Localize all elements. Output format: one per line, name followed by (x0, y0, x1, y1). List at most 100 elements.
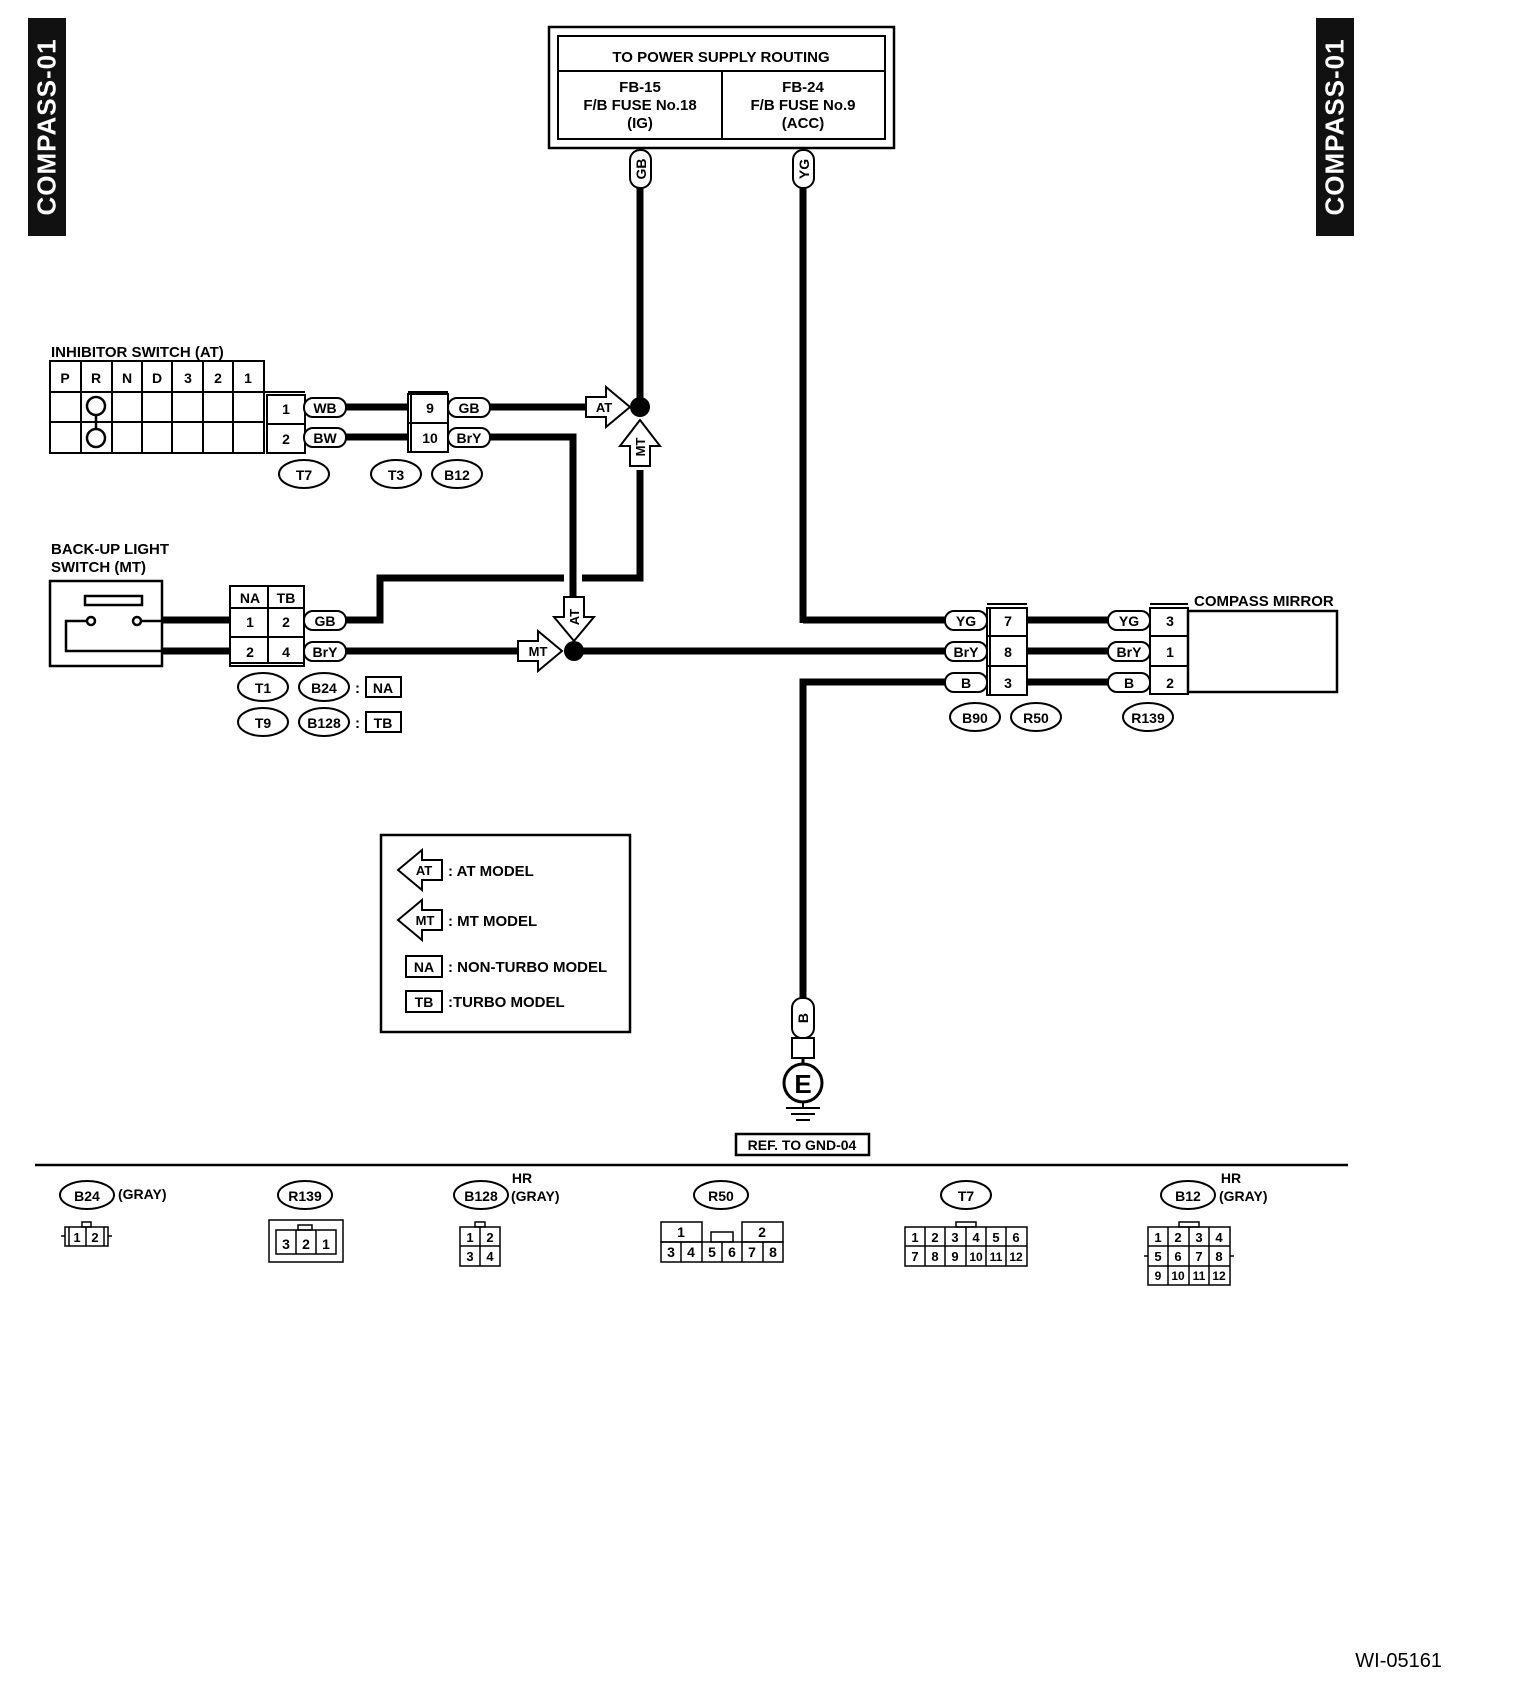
backup-title-line1: BACK-UP LIGHT (51, 541, 169, 558)
t7-pin: 11 (990, 1250, 1003, 1264)
wire-label-bw: BW (313, 430, 337, 446)
arrow-mt-right-label: MT (529, 644, 548, 659)
connector-t7-badge (278, 459, 330, 489)
inhibitor-pin-2: 2 (282, 431, 290, 447)
position-3: 3 (184, 370, 192, 386)
position-n: N (122, 370, 132, 386)
b12-pin: 10 (1171, 1269, 1185, 1283)
connector-view-b24-id: B24 (74, 1188, 100, 1204)
arrow-mt-right: MT (517, 628, 564, 674)
connector-view-b128: HR B128 (GRAY) 1 2 3 4 (453, 1170, 560, 1267)
wire-label-yg-text: YG (796, 159, 812, 179)
connector-view-b24: B24 (GRAY) 1 2 (59, 1180, 167, 1247)
connector-view-r139: R139 3 2 1 (268, 1180, 344, 1263)
colon-tb: : (355, 715, 360, 732)
power-left-line2: F/B FUSE No.18 (583, 97, 696, 114)
r139-pin: 2 (302, 1236, 310, 1252)
wire-label-b-junction: B (961, 675, 971, 691)
contact-r-lower (85, 427, 107, 449)
connector-r50-label: R50 (1023, 710, 1049, 726)
backup-pin-na-1: 1 (246, 614, 254, 630)
inhibitor-switch: INHIBITOR SWITCH (AT) P R N D 3 2 1 1 2 … (49, 344, 347, 489)
splice-dot-at (630, 397, 650, 417)
wire-label-b-ground: B (795, 1013, 811, 1023)
b12-pin: 12 (1212, 1269, 1226, 1283)
mirror-pin-2: 2 (1166, 675, 1174, 691)
r50-pin: 4 (687, 1244, 695, 1260)
b128-pin: 3 (466, 1249, 473, 1264)
legend-tb-box: TB (415, 994, 434, 1010)
wire-label-bry-joint: BrY (457, 430, 483, 446)
inhibitor-title: INHIBITOR SWITCH (AT) (51, 344, 224, 361)
connector-r139-label: R139 (1131, 710, 1165, 726)
b128-pin: 2 (486, 1230, 493, 1245)
joint-pin-9: 9 (426, 400, 434, 416)
wire-label-bry-mirror: BrY (1117, 644, 1143, 660)
arrow-at-right: AT (585, 384, 632, 430)
b24-pin: 2 (91, 1230, 98, 1245)
legend-at-arrow: AT (396, 847, 443, 893)
t7-pin: 5 (992, 1230, 999, 1245)
power-right-line1: FB-24 (782, 79, 824, 96)
legend-na-text: : NON-TURBO MODEL (448, 959, 607, 976)
position-2: 2 (214, 370, 222, 386)
arrow-at-right-label: AT (596, 400, 612, 415)
r50-pin: 2 (758, 1224, 766, 1240)
junction-pin-3: 3 (1004, 675, 1012, 691)
connector-t9-label: T9 (255, 715, 272, 731)
wire-label-gb: GB (629, 149, 652, 189)
power-box-title: TO POWER SUPPLY ROUTING (612, 49, 829, 66)
wire-bry-at (488, 433, 577, 597)
wire-label-gb-text: GB (633, 159, 649, 180)
r139-pin: 3 (282, 1236, 290, 1252)
b12-pin: 6 (1174, 1249, 1181, 1264)
wire-gb-mt (345, 574, 564, 624)
b12-pin: 3 (1195, 1230, 1202, 1245)
b12-pin: 9 (1155, 1269, 1162, 1283)
b128-pin: 4 (486, 1249, 494, 1264)
backup-title-line2: SWITCH (MT) (51, 559, 146, 576)
legend-mt-text: : MT MODEL (448, 913, 537, 930)
r50-pin: 7 (748, 1244, 756, 1260)
b12-pin: 11 (1193, 1269, 1206, 1283)
figure-code: WI-05161 (1355, 1650, 1442, 1672)
ground: B E REF. TO GND-04 (734, 997, 871, 1157)
wire-label-bry-backup: BrY (313, 644, 339, 660)
legend-mt-arrow-label: MT (416, 913, 435, 928)
t7-pin: 10 (969, 1250, 983, 1264)
b12-pin: 5 (1154, 1249, 1161, 1264)
connector-view-b12-hr: HR (1221, 1170, 1241, 1186)
connector-view-t7: T7 1 2 3 4 5 6 7 8 9 10 11 12 (904, 1180, 1028, 1267)
connector-t3-badge (370, 459, 422, 489)
wire-label-yg: YG (792, 149, 815, 189)
r50-pin: 5 (708, 1244, 716, 1260)
power-right-line3: (ACC) (782, 115, 825, 132)
connector-view-b12-note: (GRAY) (1219, 1188, 1268, 1204)
r50-pin: 3 (667, 1244, 675, 1260)
junction-pin-7: 7 (1004, 613, 1012, 629)
wire-label-gb-joint: GB (459, 400, 480, 416)
inhibitor-pin-1: 1 (282, 401, 290, 417)
t7-pin: 9 (951, 1249, 958, 1264)
legend: AT : AT MODEL MT : MT MODEL NA : NON-TUR… (379, 833, 632, 1034)
connector-view-r139-id: R139 (288, 1188, 322, 1204)
arrow-at-down-label: AT (567, 609, 582, 625)
b12-pin: 1 (1154, 1230, 1161, 1245)
connector-b128-label: B128 (307, 715, 341, 731)
backup-header-na: NA (240, 590, 260, 606)
junction-pin-8: 8 (1004, 644, 1012, 660)
ground-symbol-label: E (794, 1069, 811, 1099)
connector-b90-label: B90 (962, 710, 988, 726)
compass-mirror: YG BrY B COMPASS MIRROR 3 1 2 R139 (1107, 593, 1339, 732)
r50-pin: 6 (728, 1244, 736, 1260)
t7-pin: 3 (951, 1230, 958, 1245)
colon-na: : (355, 680, 360, 697)
position-p: P (60, 370, 69, 386)
backup-pin-tb-2: 4 (282, 644, 290, 660)
backup-header-tb: TB (277, 590, 296, 606)
b12-pin: 2 (1174, 1230, 1181, 1245)
t7-pin: 7 (911, 1249, 918, 1264)
wire-label-b-mirror: B (1124, 675, 1134, 691)
mirror-body (1186, 609, 1339, 694)
